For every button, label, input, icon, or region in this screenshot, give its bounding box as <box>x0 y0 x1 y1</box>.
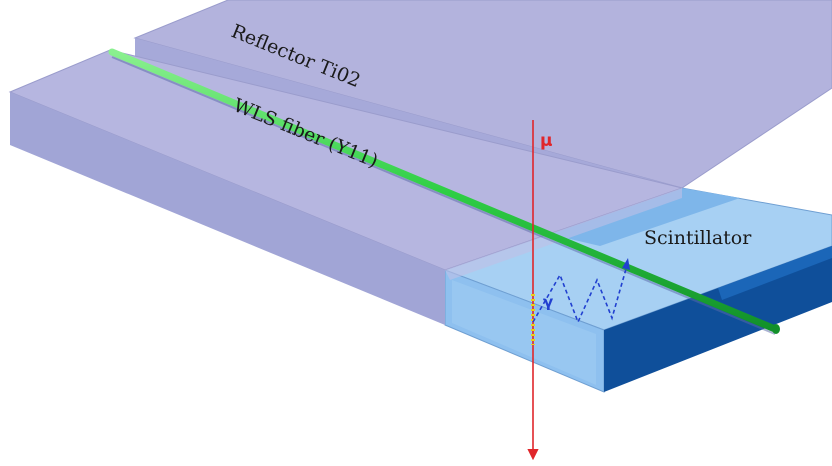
fiber-rod <box>108 48 779 333</box>
scintillator-label: Scintillator <box>644 227 752 249</box>
muon-label: μ <box>540 131 553 151</box>
scintillator-dark-side <box>604 246 832 392</box>
front-reflector <box>8 49 684 325</box>
scintillator-groove <box>540 188 740 246</box>
fiber-end <box>772 324 780 334</box>
fiber-shadow <box>111 56 776 335</box>
gamma-label: γ <box>543 293 553 311</box>
scintillator-front-face-inner <box>452 280 596 385</box>
front-reflector-end <box>445 188 682 280</box>
scintillator-block <box>443 187 832 393</box>
scintillator-dark-step <box>718 246 832 300</box>
photon-zigzag <box>532 261 629 325</box>
photon-arrowhead <box>622 258 630 270</box>
front-reflector-side <box>10 92 445 325</box>
muon-track: μ <box>527 120 553 461</box>
wls-fiber <box>108 48 780 335</box>
photon-path: γ <box>532 258 630 325</box>
